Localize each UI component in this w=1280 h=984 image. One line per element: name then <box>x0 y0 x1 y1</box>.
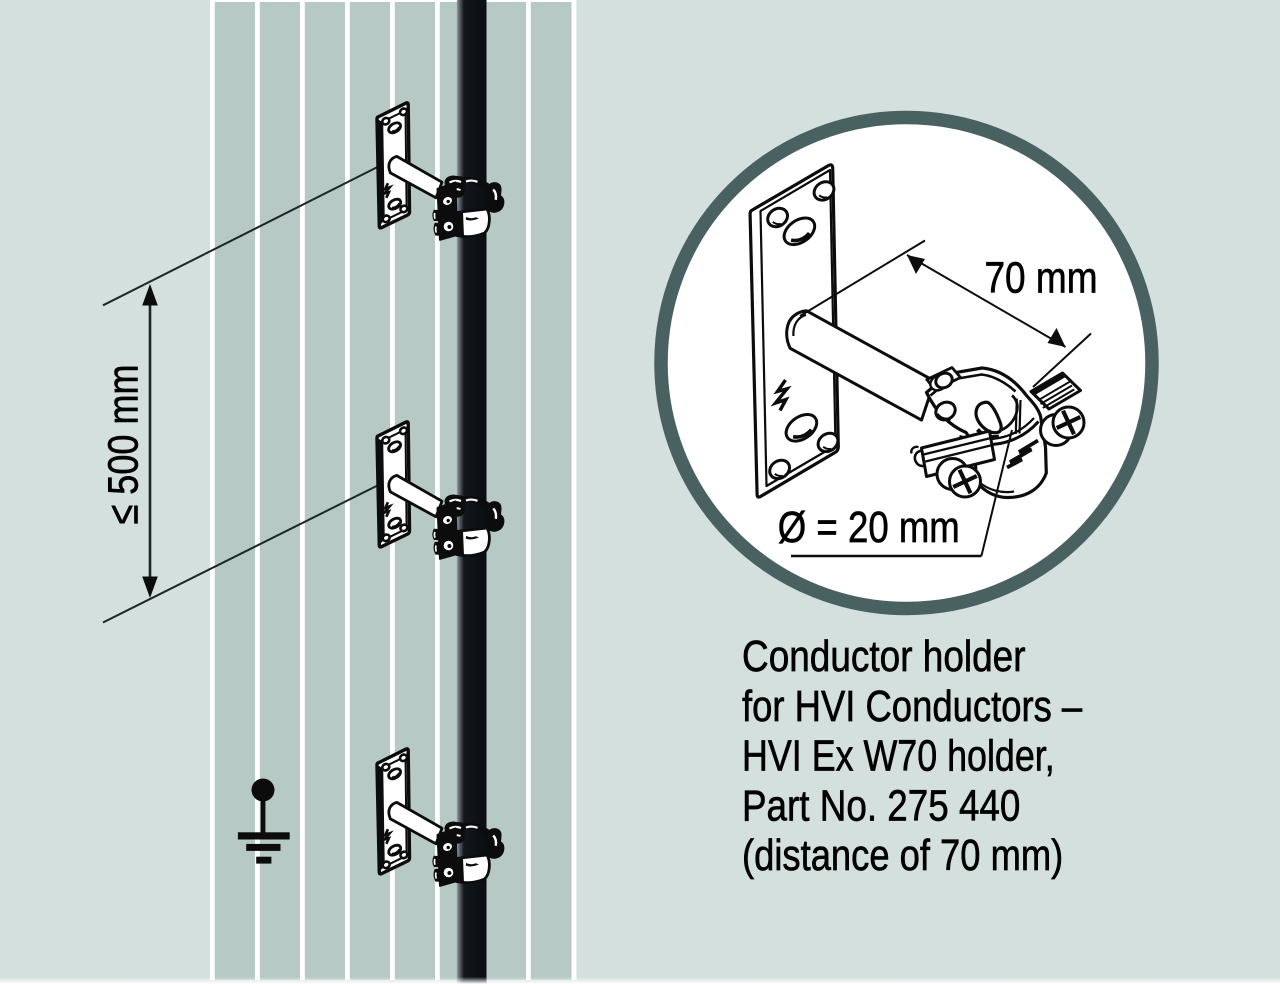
svg-text:70 mm: 70 mm <box>985 253 1098 302</box>
svg-text:Part No. 275 440: Part No. 275 440 <box>742 781 1020 830</box>
svg-text:for HVI Conductors –: for HVI Conductors – <box>742 682 1083 731</box>
svg-text:(distance of 70 mm): (distance of 70 mm) <box>742 831 1063 880</box>
svg-text:≤ 500 mm: ≤ 500 mm <box>100 365 148 525</box>
svg-text:Conductor holder: Conductor holder <box>742 632 1026 681</box>
svg-text:Ø = 20 mm: Ø = 20 mm <box>778 503 960 552</box>
svg-text:HVI Ex W70 holder,: HVI Ex W70 holder, <box>742 732 1055 781</box>
